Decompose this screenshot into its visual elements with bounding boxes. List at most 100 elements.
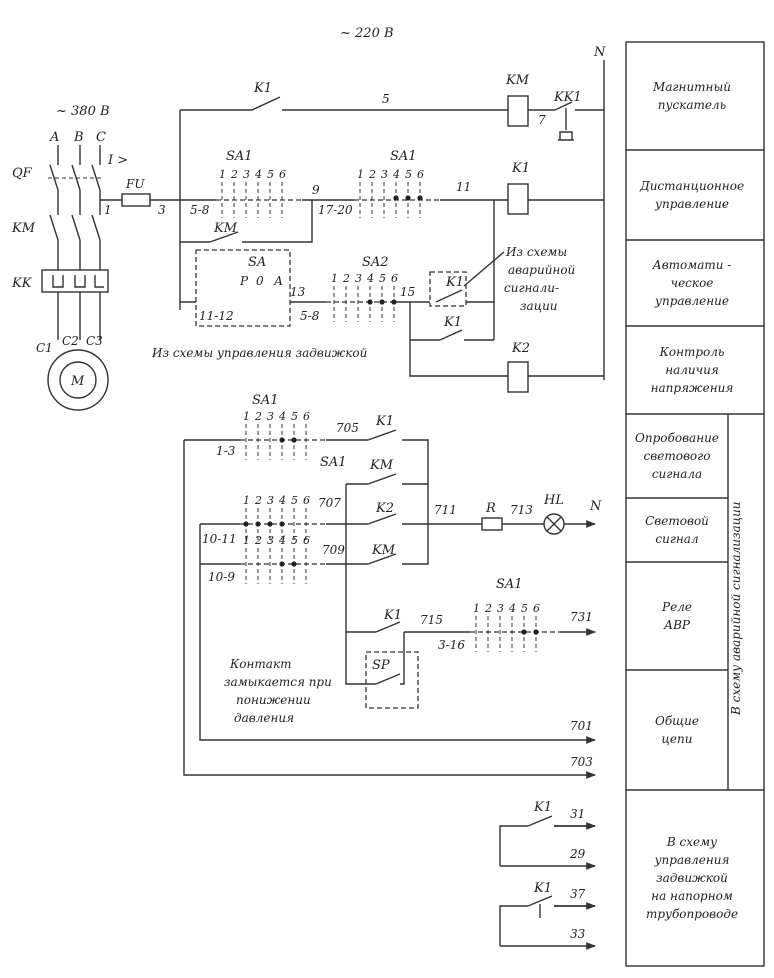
switch-position-2-3: 4	[366, 272, 374, 285]
switch-position-2-4: 5	[379, 272, 386, 285]
closed-contact-dot	[379, 299, 385, 305]
from-valve-note: Из схемы управления задвижкой	[151, 346, 367, 360]
phase-b-label: B	[73, 130, 84, 145]
km-signal-label-2: KM	[371, 543, 396, 558]
legend-cell-7-line-1: цепи	[662, 732, 693, 746]
node-701: 701	[570, 719, 593, 733]
closed-contact-dot	[255, 521, 261, 527]
switch-position-1-2: 3	[381, 168, 388, 181]
closed-contact-dot	[521, 629, 527, 635]
switch-position-6-4: 5	[521, 602, 528, 615]
closed-contact-dot	[367, 299, 373, 305]
switch-position-5-3: 4	[278, 534, 286, 547]
node-703: 703	[570, 755, 593, 769]
closed-contact-dot	[391, 299, 397, 305]
legend-cell-0-line-0: Магнитный	[652, 80, 731, 94]
k1-avr-label: K1	[383, 608, 402, 623]
km-coil	[507, 95, 529, 127]
km-hold-label: KM	[213, 221, 238, 236]
legend-cell-2-line-2: управление	[654, 294, 729, 308]
node-33: 33	[570, 927, 586, 941]
switch-position-4-5: 6	[303, 494, 310, 507]
legend-cell-8-line-4: трубопроводе	[646, 907, 738, 921]
contact-10-9: 10-9	[208, 570, 235, 584]
vertical-label: В схему аварийной сигнализации	[729, 501, 743, 716]
switch-position-1-1: 2	[368, 168, 376, 181]
k2-coil	[507, 361, 529, 393]
power-circuit: ~ 380 В A B C I > QF KM KK M C1 C2 C3	[11, 104, 128, 411]
node-3: 3	[158, 203, 166, 217]
switch-position-0-2: 3	[243, 168, 250, 181]
switch-position-6-1: 2	[484, 602, 492, 615]
sp-note-line4: давления	[234, 711, 294, 725]
legend-cell-3-line-2: напряжения	[651, 381, 734, 395]
switch-position-2-5: 6	[391, 272, 398, 285]
switch-position-1-3: 4	[392, 168, 400, 181]
switch-position-0-3: 4	[254, 168, 262, 181]
legend-cell-0-line-1: пускатель	[658, 98, 726, 112]
closed-contact-dot	[279, 521, 285, 527]
node-11: 11	[456, 180, 471, 194]
sp-label: SP	[372, 658, 390, 673]
closed-contact-dot	[279, 561, 285, 567]
resistor-symbol	[481, 517, 503, 531]
node-707: 707	[318, 496, 341, 510]
switch-position-6-5: 6	[533, 602, 540, 615]
contactor-label: KM	[11, 221, 36, 236]
legend-cell-5-line-0: Световой	[645, 514, 709, 528]
closed-contact-dot	[279, 437, 285, 443]
sa2-label: SA2	[362, 255, 389, 270]
switch-position-6-2: 3	[497, 602, 504, 615]
supply-380-label: ~ 380 В	[56, 104, 110, 119]
from-alarm-line3: сигнали-	[504, 281, 559, 295]
fuse-label: FU	[125, 177, 145, 191]
switch-position-0-5: 6	[279, 168, 286, 181]
neutral-label: N	[593, 45, 606, 60]
node-13: 13	[290, 285, 306, 299]
switch-position-2-0: 1	[331, 272, 338, 285]
closed-contact-dot	[267, 521, 273, 527]
node-711: 711	[434, 503, 457, 517]
legend-cell-6-line-0: Реле	[661, 600, 692, 614]
legend-cell-4-line-2: сигнала	[652, 467, 702, 481]
k2-signal-label: K2	[375, 501, 394, 516]
from-alarm-line1: Из схемы	[505, 245, 567, 259]
legend-cell-1-line-0: Дистанционное	[639, 179, 744, 193]
legend-cell-4-line-0: Опробование	[635, 431, 719, 445]
node-715: 715	[420, 613, 443, 627]
node-31: 31	[570, 807, 585, 821]
fuse-symbol	[121, 193, 151, 207]
node-7: 7	[538, 113, 546, 127]
switch-position-5-0: 1	[243, 534, 250, 547]
kk1-label: KK1	[553, 90, 582, 105]
node-5: 5	[382, 92, 390, 106]
from-alarm-line4: зации	[520, 299, 558, 313]
switch-position-4-1: 2	[254, 494, 262, 507]
sa1-label-5: SA1	[496, 577, 523, 592]
switch-position-4-3: 4	[278, 494, 286, 507]
phase-c-label: C	[96, 130, 106, 145]
switch-position-3-1: 2	[254, 410, 262, 423]
closed-contact-dot	[417, 195, 423, 201]
resistor-label: R	[485, 501, 496, 516]
switch-position-3-4: 5	[291, 410, 298, 423]
k1-valve-label-1: K1	[533, 800, 552, 815]
node-1: 1	[104, 203, 112, 217]
terminal-c3: C3	[86, 334, 103, 348]
sa-label: SA	[248, 255, 266, 270]
closed-contact-dot	[533, 629, 539, 635]
contact-1-3: 1-3	[216, 444, 236, 458]
switch-position-1-5: 6	[417, 168, 424, 181]
switch-position-5-4: 5	[291, 534, 298, 547]
sa1-label-1: SA1	[226, 149, 253, 164]
k2-coil-label: K2	[511, 341, 530, 356]
legend-cell-7-line-0: Общие	[655, 714, 699, 728]
closed-contact-dot	[243, 521, 249, 527]
contact-10-11: 10-11	[202, 532, 237, 546]
legend-cell-2-line-0: Автомати -	[652, 258, 732, 272]
thermal-relay-label: KK	[11, 276, 33, 291]
breaker-label: QF	[12, 166, 33, 181]
